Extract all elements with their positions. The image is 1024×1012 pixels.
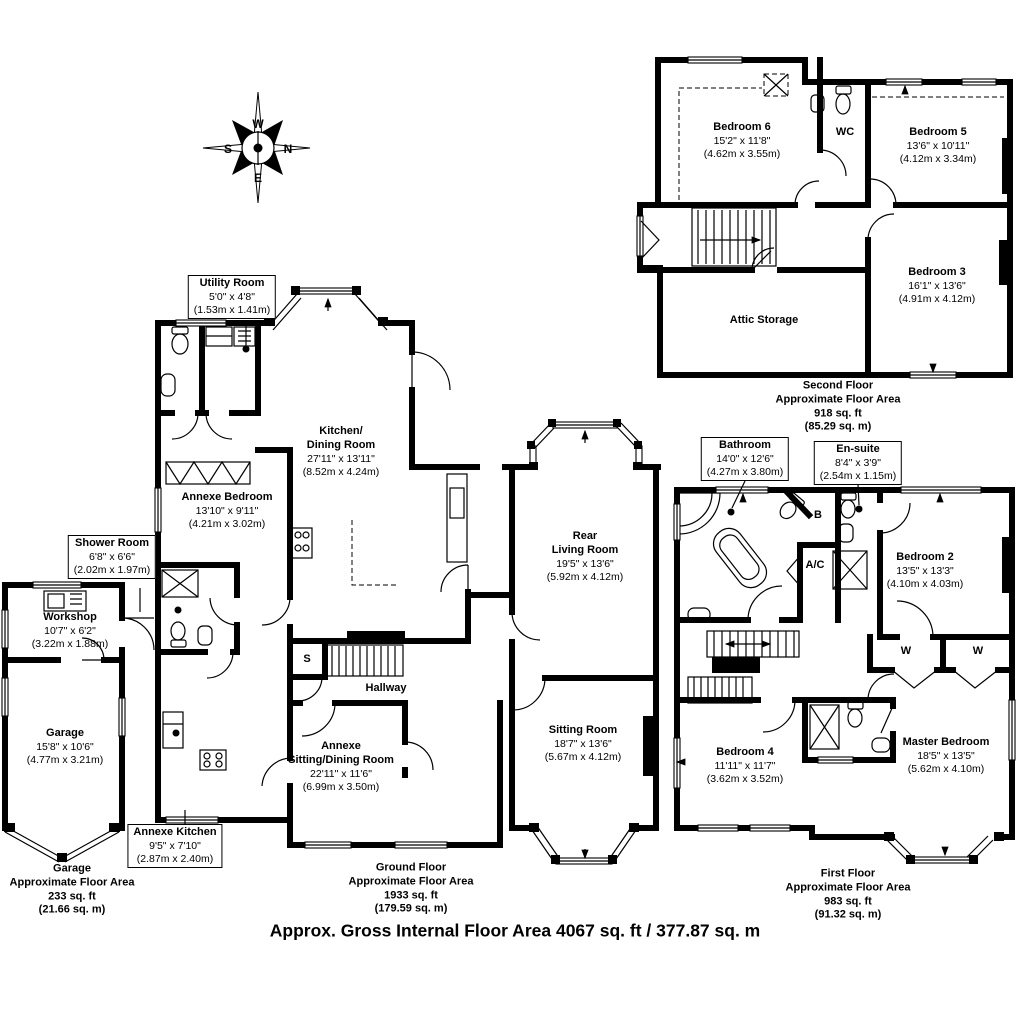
room-label-attic-storage: Attic Storage [729, 314, 799, 327]
floor-area-garage: Garage Approximate Floor Area 233 sq. ft… [9, 862, 135, 916]
room-label-annexe-bedroom: Annexe Bedroom 13'10" x 9'11" (4.21m x 3… [181, 491, 273, 530]
floor-area-ground: Ground Floor Approximate Floor Area 1933… [348, 861, 474, 915]
bath-icon [712, 527, 768, 589]
room-label-hallway: Hallway [365, 682, 407, 695]
room-label-sitting-room: Sitting Room 18'7" x 13'6" (5.67m x 4.12… [544, 724, 622, 763]
bathroom-toilet-icon [779, 492, 805, 520]
compass-south: S [224, 142, 232, 156]
annexe-kitchen-hob-icon [199, 749, 227, 771]
corner-shower-icon [678, 492, 721, 535]
garage-building-plan [1, 581, 155, 863]
shower-tray-icon [161, 569, 199, 598]
compass-rose-icon: W N E S [202, 91, 311, 204]
room-label-annexe-sitting-dining: Annexe Sitting/Dining Room 22'11" x 11'6… [288, 740, 394, 793]
second-floor-plan [636, 56, 1013, 379]
compass-north: N [284, 142, 293, 156]
shower-room-sink-icon [197, 625, 213, 646]
first-floor-stairs [687, 630, 800, 704]
floor-area-first: First Floor Approximate Floor Area 983 s… [785, 867, 911, 921]
room-label-boiler: B [814, 509, 822, 522]
shower-room-toilet-icon [170, 621, 187, 648]
room-label-bedroom-6: Bedroom 6 15'2" x 11'8" (4.62m x 3.55m) [703, 121, 781, 160]
first-floor-sink-icon [871, 737, 891, 753]
room-label-shower-room: Shower Room 6'8" x 6'6" (2.02m x 1.97m) [67, 535, 157, 579]
room-label-master-bedroom: Master Bedroom 18'5" x 13'5" (5.62m x 4.… [902, 736, 990, 775]
kitchen-counter [446, 473, 468, 563]
first-floor-shower-icon [809, 704, 840, 750]
room-label-wc: WC [835, 126, 855, 139]
room-label-wardrobe-2: W [972, 645, 984, 658]
ensuite-toilet-icon [840, 492, 857, 519]
room-label-bedroom-2: Bedroom 2 13'5" x 13'3" (4.10m x 4.03m) [886, 551, 964, 590]
room-label-airing-cupboard: A/C [805, 559, 825, 572]
wc-sink-icon [810, 94, 825, 113]
room-label-wardrobe-1: W [900, 645, 912, 658]
room-label-workshop: Workshop 10'7" x 6'2" (3.22m x 1.88m) [31, 611, 109, 650]
second-floor-stairs [640, 207, 777, 267]
room-label-rear-living-room: Rear Living Room 19'5" x 13'6" (5.92m x … [546, 530, 624, 583]
annexe-kitchen-appliance-icon [162, 711, 184, 749]
compass-east: E [254, 171, 262, 185]
room-label-utility-room: Utility Room 5'0" x 4'8" (1.53m x 1.41m) [187, 275, 277, 319]
first-floor-toilet-icon [847, 701, 864, 728]
ground-floor-plan [139, 286, 661, 865]
floor-area-second: Second Floor Approximate Floor Area 918 … [775, 379, 901, 433]
utility-wc-sink-icon [160, 373, 176, 397]
room-label-bedroom-3: Bedroom 3 16'1" x 13'6" (4.91m x 4.12m) [898, 266, 976, 305]
kitchen-hob-icon [291, 527, 313, 559]
utility-washer-icon [233, 326, 256, 347]
gross-internal-floor-area: Approx. Gross Internal Floor Area 4067 s… [269, 920, 761, 941]
ensuite-sink-icon [838, 523, 854, 543]
room-label-ensuite: En-suite 8'4" x 3'9" (2.54m x 1.15m) [813, 441, 903, 485]
ground-floor-stairs [324, 644, 404, 677]
utility-wc-toilet-icon [171, 326, 189, 355]
wc-toilet-icon [835, 85, 852, 115]
room-label-bedroom-4: Bedroom 4 11'11" x 11'7" (3.62m x 3.52m) [706, 746, 784, 785]
bathroom-sink-icon [687, 607, 711, 622]
compass-west: W [252, 117, 264, 131]
first-floor-plan [673, 480, 1016, 864]
ensuite-shower-icon [832, 550, 868, 590]
workshop-sink-icon [43, 590, 87, 612]
kitchen-sink-icon [449, 487, 465, 519]
room-label-kitchen-dining: Kitchen/ Dining Room 27'11" x 13'11" (8.… [302, 425, 380, 478]
garage-door-icon [4, 823, 120, 863]
room-label-bedroom-5: Bedroom 5 13'6" x 10'11" (4.12m x 3.34m) [899, 126, 977, 165]
room-label-store-cupboard: S [303, 653, 311, 666]
room-label-annexe-kitchen: Annexe Kitchen 9'5" x 7'10" (2.87m x 2.4… [127, 824, 223, 868]
room-label-bathroom: Bathroom 14'0" x 12'6" (4.27m x 3.80m) [700, 437, 790, 481]
room-label-garage: Garage 15'8" x 10'6" (4.77m x 3.21m) [26, 727, 104, 766]
